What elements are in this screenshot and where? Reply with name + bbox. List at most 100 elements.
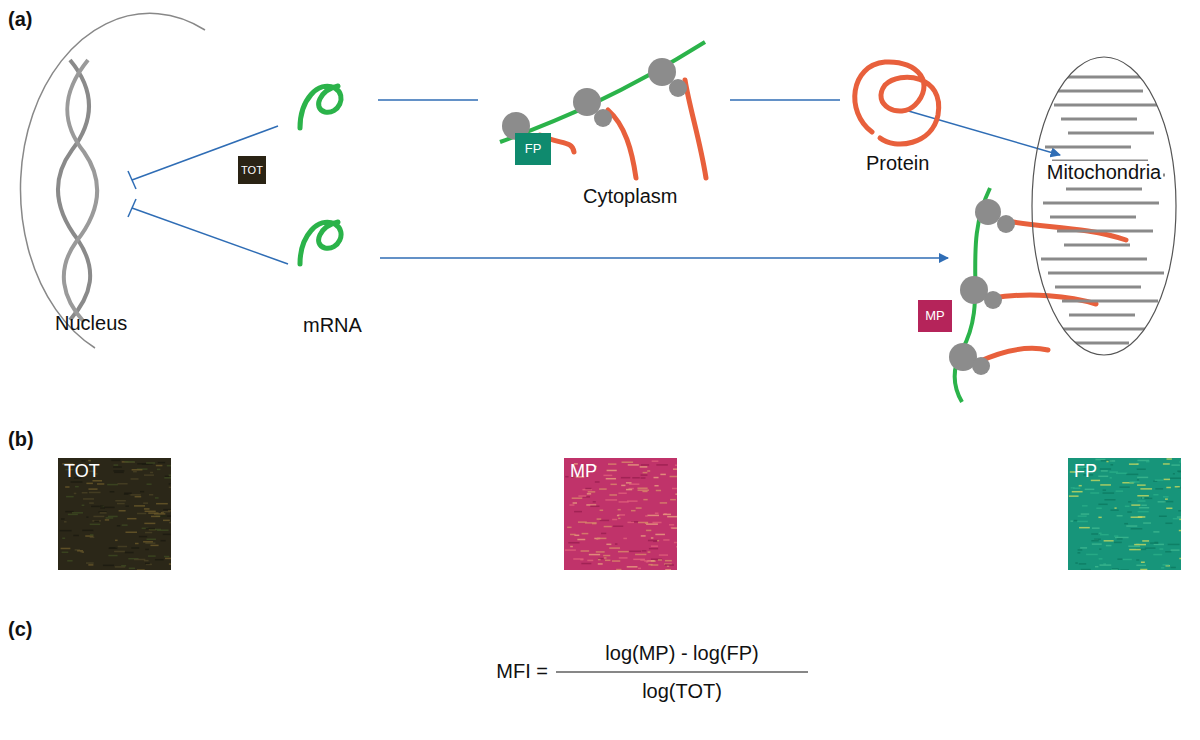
array-spot — [133, 471, 137, 473]
inhibition-bar — [128, 171, 136, 189]
array-spot — [1099, 558, 1103, 560]
array-spot — [139, 536, 147, 538]
array-spot — [570, 504, 575, 506]
array-spot — [568, 542, 579, 544]
array-spot — [645, 522, 648, 524]
array-spot — [125, 505, 128, 507]
array-spot — [1103, 489, 1106, 491]
array-spot — [1181, 487, 1182, 489]
array-spot — [1170, 477, 1181, 479]
array-spot — [1077, 521, 1088, 523]
mitochondrion-membrane — [1032, 57, 1176, 355]
array-spot — [646, 530, 651, 532]
array-spot — [604, 526, 612, 528]
array-spot — [1073, 488, 1080, 490]
array-spot — [1155, 479, 1164, 481]
array-spot — [1128, 501, 1131, 503]
array-spot — [655, 512, 659, 514]
crista — [1064, 244, 1130, 247]
array-spot — [652, 460, 659, 462]
array-spot — [565, 476, 568, 478]
array-spot — [628, 464, 639, 466]
crista — [1068, 132, 1154, 135]
array-spot — [129, 568, 135, 570]
array-spot — [622, 461, 634, 463]
array-spot — [1079, 527, 1090, 529]
array-spot — [156, 503, 168, 505]
array-spot — [1153, 531, 1159, 533]
array-spot — [119, 510, 126, 512]
array-spot — [1126, 525, 1137, 527]
array-spot — [107, 484, 118, 486]
array-spot — [1165, 551, 1171, 553]
array-spot — [1138, 511, 1149, 512]
cristae — [1040, 77, 1166, 343]
array-spot — [642, 491, 647, 493]
array-spot — [1128, 546, 1140, 548]
array-spot — [1079, 563, 1086, 565]
array-spot — [143, 541, 153, 543]
array-spot — [599, 488, 607, 490]
mp-array-image: MP — [564, 458, 677, 570]
array-spot — [593, 501, 596, 503]
tot-array-image: TOT — [58, 458, 171, 570]
array-spot — [62, 552, 69, 554]
array-spot — [88, 564, 93, 566]
array-spot — [1116, 490, 1123, 492]
array-spot — [156, 465, 163, 467]
array-spot — [114, 472, 124, 474]
crista — [1041, 258, 1147, 261]
crista — [1045, 146, 1131, 149]
array-spot — [665, 560, 672, 562]
array-spot — [617, 515, 619, 517]
array-spot — [1125, 506, 1130, 508]
array-spot — [1142, 540, 1149, 542]
crista — [1061, 118, 1137, 121]
array-spot — [1142, 497, 1144, 499]
array-spot — [169, 522, 171, 524]
ribosome — [972, 357, 990, 375]
array-spot — [109, 548, 118, 550]
array-spot — [169, 483, 171, 485]
array-spot — [1137, 468, 1146, 470]
array-spot — [606, 478, 616, 480]
array-spot — [1091, 533, 1098, 535]
array-spot — [1159, 515, 1167, 517]
array-spot — [618, 551, 629, 553]
mrna-strand — [300, 86, 341, 128]
array-spot — [586, 504, 596, 506]
array-spot — [648, 540, 658, 542]
array-spot — [149, 494, 153, 496]
array-spot — [163, 534, 171, 536]
array-spot — [635, 554, 646, 556]
array-spot — [603, 475, 612, 477]
array-spot — [1166, 508, 1172, 510]
array-spot — [1134, 544, 1146, 546]
array-spot — [140, 491, 144, 493]
array-spot — [1137, 477, 1148, 479]
array-spot — [648, 551, 651, 553]
array-spot — [1078, 515, 1087, 517]
array-spot — [117, 525, 120, 527]
array-spot — [1136, 559, 1139, 561]
array-spot — [1180, 460, 1181, 462]
array-spot — [150, 472, 153, 474]
array-spot — [1117, 515, 1123, 517]
array-spot — [1179, 558, 1181, 560]
array-spot — [1159, 548, 1163, 550]
array-spot — [581, 550, 590, 552]
array-spot — [1178, 510, 1181, 512]
crista — [1043, 202, 1159, 205]
crista — [1050, 216, 1136, 219]
array-spot — [169, 563, 171, 565]
array-spot — [1171, 549, 1180, 551]
panel-letter: (b) — [8, 428, 34, 450]
dna-strand — [64, 60, 97, 322]
array-spot — [1114, 542, 1122, 544]
array-spot — [1119, 486, 1129, 488]
fp-array-image: FP — [1068, 458, 1181, 570]
array-spot — [1100, 564, 1112, 566]
array-spot — [1095, 566, 1098, 568]
crista — [1053, 342, 1129, 345]
array-spot — [1145, 547, 1156, 549]
